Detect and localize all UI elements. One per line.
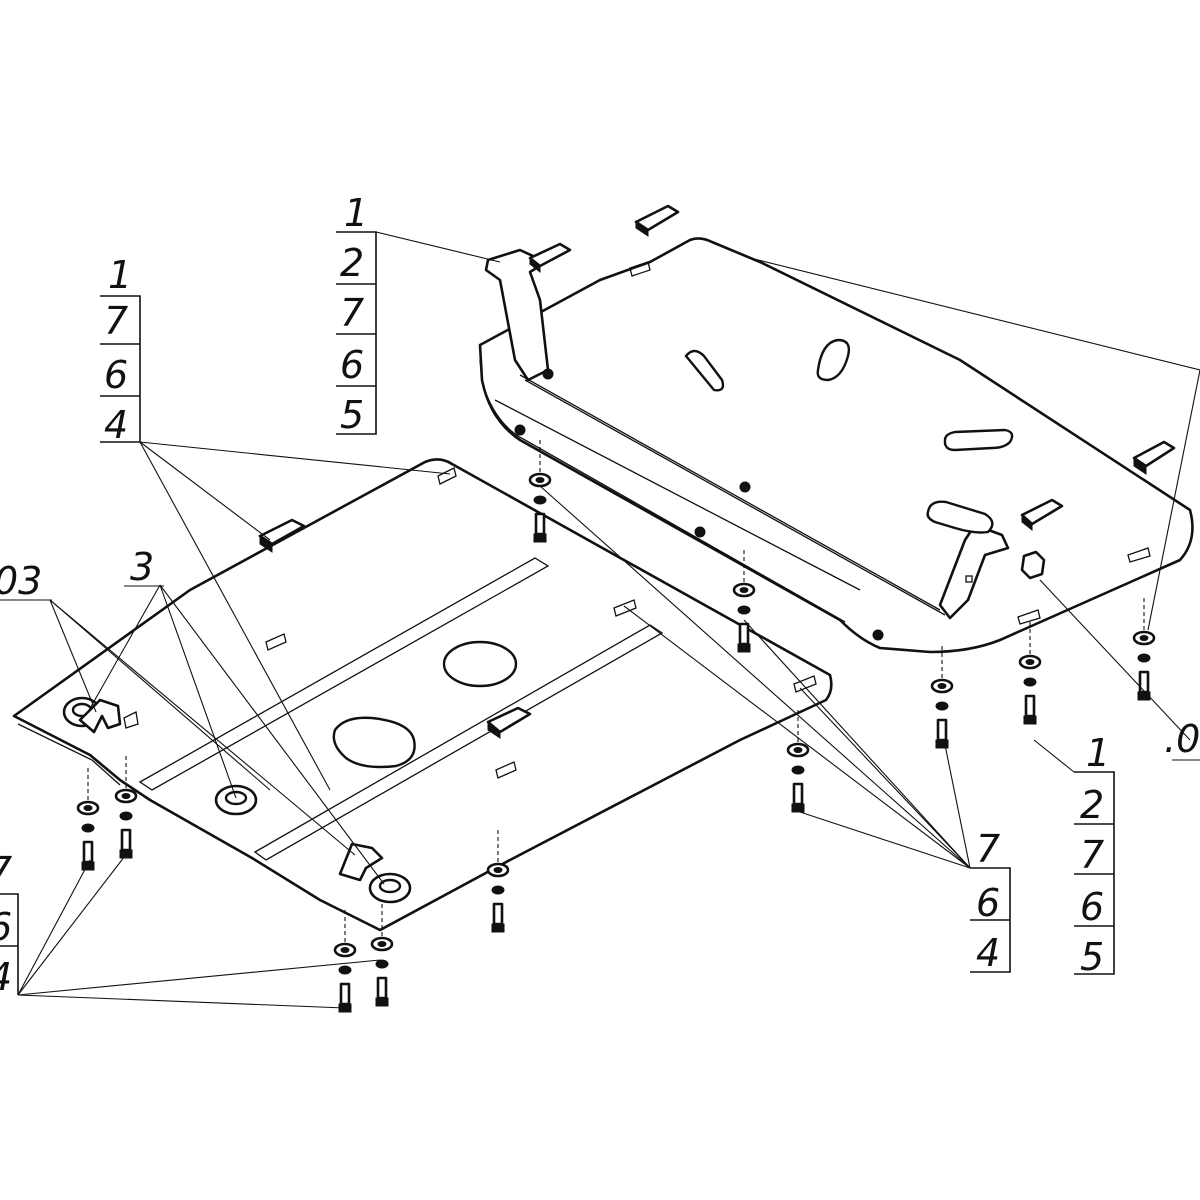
bolt-washer-stack xyxy=(76,768,100,871)
bolt-washer-stack xyxy=(333,910,357,1013)
callout-left-7: 7 xyxy=(104,299,128,343)
bolt-washer-stack xyxy=(732,550,756,653)
callout-mid-7: 7 xyxy=(976,827,1000,871)
callout-left-edge-stack: 7 6 4 xyxy=(0,849,19,999)
callout-right-6: 6 xyxy=(1080,885,1104,929)
rear-skid-plate xyxy=(478,237,1194,654)
bolt-washer-stack xyxy=(786,710,810,813)
callout-center-1: 1 xyxy=(344,191,368,235)
callout-center-stack: 1 2 7 6 5 xyxy=(336,191,377,437)
callout-03: 03 xyxy=(0,559,42,603)
callout-right-7: 7 xyxy=(1080,833,1104,877)
rear-plate-cage-nuts xyxy=(528,204,1176,580)
bolt-washer-stack xyxy=(370,904,394,1007)
callout-mid-4: 4 xyxy=(976,931,1000,975)
front-plate-cage-nuts xyxy=(258,518,532,739)
callout-left-stack: 1 7 6 4 xyxy=(100,253,141,447)
bolt-washer-stack xyxy=(486,830,510,933)
callout-center-7: 7 xyxy=(340,291,364,335)
fastener-stacks xyxy=(76,440,1156,1013)
callout-right-lower-stack: 1 2 7 6 5 xyxy=(1074,731,1115,979)
callout-right-5: 5 xyxy=(1080,935,1104,979)
callout-mid-6: 6 xyxy=(976,881,1000,925)
bolt-washer-stack xyxy=(528,440,552,543)
callout-left-4: 4 xyxy=(104,403,128,447)
callout-left-6: 6 xyxy=(104,353,128,397)
callout-center-2: 2 xyxy=(340,241,364,285)
leader-lines xyxy=(17,231,1200,1009)
callout-left-1: 1 xyxy=(108,253,132,297)
bolt-washer-stack xyxy=(1018,622,1042,725)
callout-center-5: 5 xyxy=(340,393,364,437)
callout-3: 3 xyxy=(130,545,154,589)
callout-center-6: 6 xyxy=(340,343,364,387)
bolt-washer-stack xyxy=(114,756,138,859)
callout-edge-4: 4 xyxy=(0,955,12,999)
callout-right-1: 1 xyxy=(1086,731,1110,775)
callout-right-2: 2 xyxy=(1080,783,1104,827)
callout-edge-6: 6 xyxy=(0,905,12,949)
callout-edge-7: 7 xyxy=(0,849,12,893)
callout-mid-stack: 7 6 4 xyxy=(970,827,1011,975)
front-skid-plate xyxy=(12,458,833,932)
bolt-washer-stack xyxy=(930,646,954,749)
callout-right-edge: .0 xyxy=(1164,717,1200,761)
